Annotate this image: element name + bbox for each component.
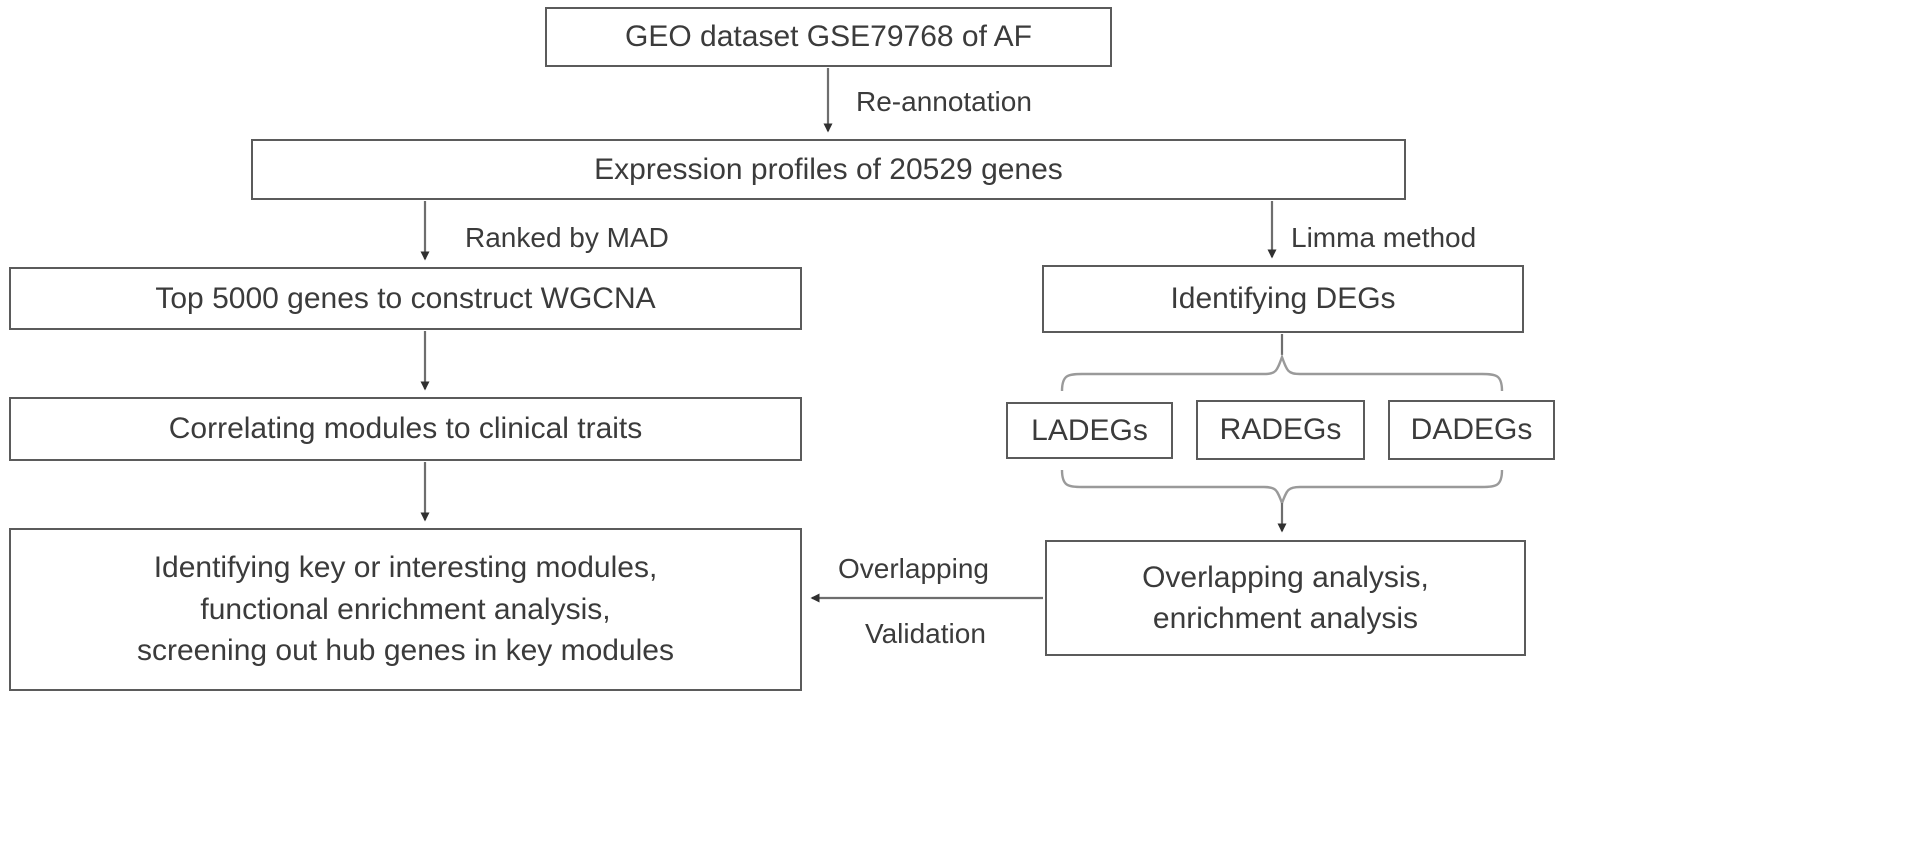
node-geo-dataset: GEO dataset GSE79768 of AF <box>545 7 1112 67</box>
node-top-genes-wgcna: Top 5000 genes to construct WGCNA <box>9 267 802 330</box>
edge-label-re-annotation: Re-annotation <box>856 86 1032 117</box>
edge-label-ranked-by-mad: Ranked by MAD <box>465 222 669 253</box>
node-radegs: RADEGs <box>1196 400 1365 460</box>
node-dadegs: DADEGs <box>1388 400 1555 460</box>
edge-brace-bottom-to-overlapping <box>1060 469 1504 533</box>
node-expression-profiles: Expression profiles of 20529 genes <box>251 139 1406 200</box>
node-overlapping-analysis: Overlapping analysis, enrichment analysi… <box>1045 540 1526 656</box>
node-correlating-modules: Correlating modules to clinical traits <box>9 397 802 461</box>
edge-label-overlapping: Overlapping <box>838 553 989 584</box>
edge-degs-to-brace-top <box>1060 334 1504 392</box>
node-ladegs: LADEGs <box>1006 402 1173 459</box>
edge-label-limma-method: Limma method <box>1291 222 1477 253</box>
node-hub-genes: Identifying key or interesting modules, … <box>9 528 802 691</box>
node-identifying-degs: Identifying DEGs <box>1042 265 1524 333</box>
edge-label-validation: Validation <box>865 618 986 649</box>
